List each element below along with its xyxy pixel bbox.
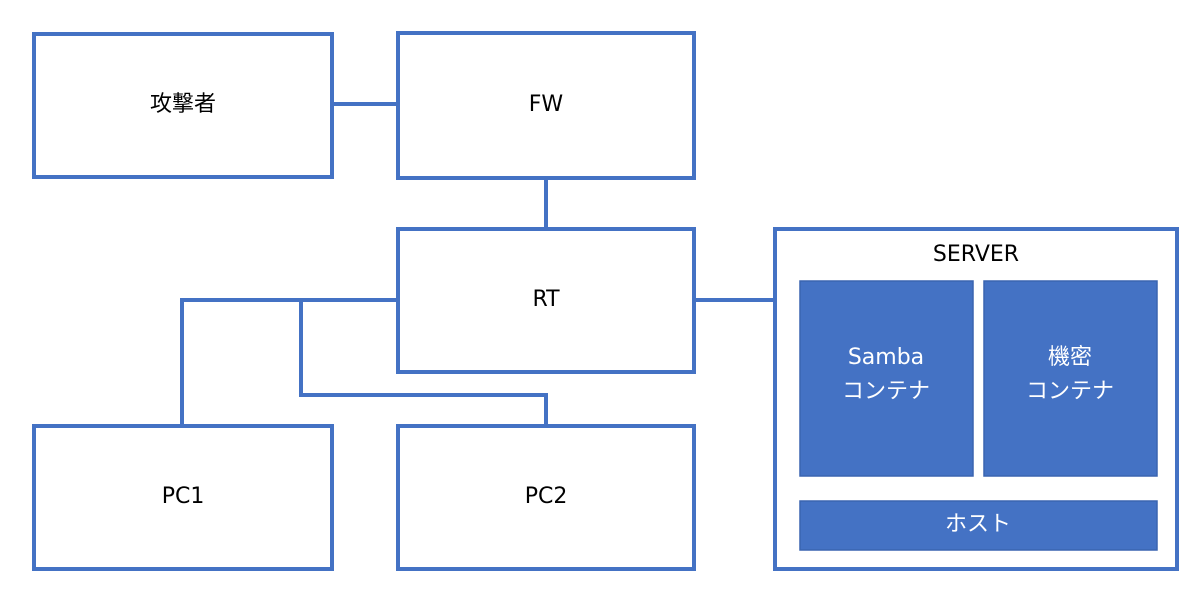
attacker-label: 攻撃者 (150, 92, 216, 117)
secret-container-label-line1: 機密 (1048, 345, 1092, 370)
fw-node: FW (396, 31, 696, 180)
attacker-node: 攻撃者 (32, 32, 334, 179)
connector-rt-pc2 (299, 300, 548, 426)
host-label: ホスト (945, 512, 1011, 537)
secret-container: 機密 コンテナ (983, 280, 1158, 477)
connector-rt-pc1 (180, 298, 398, 426)
rt-node: RT (396, 227, 696, 374)
samba-container-label-line2: コンテナ (842, 379, 930, 404)
pc1-label: PC1 (162, 484, 205, 509)
pc1-node: PC1 (32, 424, 334, 571)
server-node: SERVER Samba コンテナ 機密 コンテナ ホスト (773, 227, 1179, 571)
secret-container-label-line2: コンテナ (1026, 379, 1114, 404)
samba-container-label-line1: Samba (848, 345, 924, 370)
server-label: SERVER (933, 242, 1019, 267)
fw-label: FW (529, 92, 564, 117)
host-block: ホスト (799, 500, 1158, 551)
pc2-label: PC2 (525, 484, 568, 509)
rt-label: RT (532, 287, 560, 312)
pc2-node: PC2 (396, 424, 696, 571)
samba-container: Samba コンテナ (799, 280, 974, 477)
